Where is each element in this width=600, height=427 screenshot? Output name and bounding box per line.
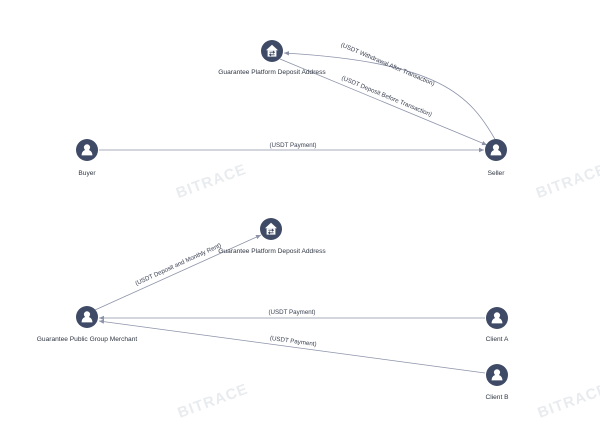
node-label: Seller: [488, 170, 506, 177]
edge-usdt-deposit-rent: [94, 234, 262, 311]
watermark: BITRACE: [174, 161, 249, 202]
edge-label-payment-b: (USDT Payment): [269, 335, 317, 348]
edge-label-payment-a: (USDT Payment): [269, 309, 316, 316]
node-merchant: Guarantee Public Group Merchant: [37, 306, 138, 343]
node-buyer: Buyer: [76, 139, 98, 177]
edge-usdt-deposit: [279, 58, 488, 146]
watermark: BITRACE: [175, 381, 250, 422]
watermark: BITRACE: [535, 381, 600, 422]
watermark: BITRACE: [534, 161, 600, 202]
edge-label-deposit-rent: (USDT Deposit and Monthly Rent): [134, 242, 222, 287]
node-guarantee-platform-2: Guarantee Platform Deposit Address: [218, 218, 326, 255]
edge-usdt-payment-b: [98, 319, 486, 374]
node-seller: Seller: [485, 139, 507, 177]
node-client-b: Client B: [485, 364, 509, 401]
node-guarantee-platform: Guarantee Platform Deposit Address: [218, 40, 326, 76]
node-label: Client A: [486, 336, 509, 343]
node-label: Guarantee Public Group Merchant: [37, 336, 138, 343]
node-label: Guarantee Platform Deposit Address: [218, 69, 326, 76]
node-label: Client B: [485, 394, 509, 401]
node-label: Guarantee Platform Deposit Address: [218, 248, 326, 255]
node-client-a: Client A: [486, 307, 509, 343]
node-label: Buyer: [78, 170, 96, 177]
edge-label-payment: (USDT Payment): [270, 142, 317, 149]
edge-usdt-withdrawal: [283, 51, 497, 142]
